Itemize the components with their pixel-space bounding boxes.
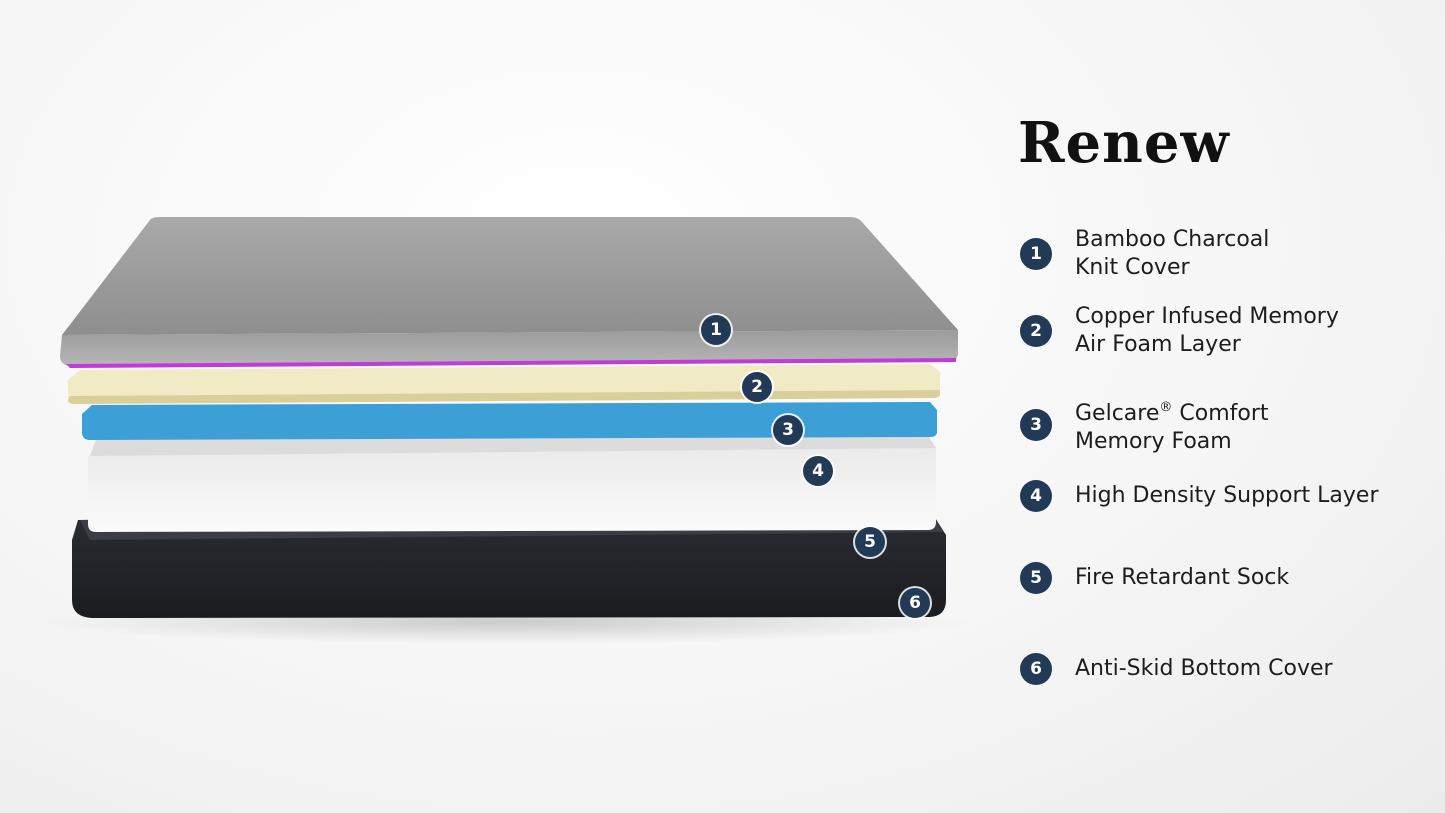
legend-badge-3: 3	[1020, 409, 1052, 441]
legend-label-3-line2: Memory Foam	[1075, 429, 1232, 454]
legend-label-3-rest: Comfort	[1172, 401, 1269, 426]
legend-label-1-line2: Knit Cover	[1075, 255, 1190, 280]
legend-item-6: 6 Anti-Skid Bottom Cover	[1020, 653, 1333, 685]
callout-5: 5	[855, 527, 885, 557]
legend-label-3-line1: Gelcare® Comfort	[1075, 394, 1269, 428]
legend-label-4: High Density Support Layer	[1075, 483, 1379, 508]
legend-badge-4: 4	[1020, 480, 1052, 512]
legend-label-3: Gelcare® Comfort Memory Foam	[1075, 394, 1269, 456]
product-title: Renew	[1018, 110, 1230, 176]
cover-top-surface	[62, 217, 958, 335]
legend-label-6: Anti-Skid Bottom Cover	[1075, 656, 1333, 681]
callout-2: 2	[742, 372, 772, 402]
gel-foam-layer	[82, 402, 937, 440]
legend-label-5: Fire Retardant Sock	[1075, 565, 1290, 590]
legend-label-2-line2: Air Foam Layer	[1075, 332, 1241, 357]
callout-6: 6	[900, 588, 930, 618]
registered-mark: ®	[1159, 400, 1173, 415]
support-foam-layer	[88, 442, 936, 532]
legend-label-2: Copper Infused Memory Air Foam Layer	[1075, 303, 1339, 359]
legend-label-1: Bamboo Charcoal Knit Cover	[1075, 226, 1269, 282]
legend-item-2: 2 Copper Infused Memory Air Foam Layer	[1020, 303, 1339, 359]
legend-label-2-line1: Copper Infused Memory	[1075, 304, 1339, 329]
mattress-illustration: 1 2 3 4 5 6	[35, 217, 975, 644]
callout-4: 4	[803, 456, 833, 486]
legend-item-5: 5 Fire Retardant Sock	[1020, 562, 1289, 594]
legend-item-3: 3 Gelcare® Comfort Memory Foam	[1020, 394, 1269, 456]
mattress-layers-graphic	[35, 217, 975, 644]
legend-item-4: 4 High Density Support Layer	[1020, 480, 1379, 512]
support-foam-top	[90, 432, 936, 456]
legend-label-3-brand: Gelcare	[1075, 401, 1160, 426]
copper-foam-lower-edge	[68, 390, 940, 404]
callout-3: 3	[773, 415, 803, 445]
cover-side	[60, 330, 958, 366]
legend-badge-6: 6	[1020, 653, 1052, 685]
callout-1: 1	[701, 315, 731, 345]
legend-badge-2: 2	[1020, 315, 1052, 347]
legend-label-1-line1: Bamboo Charcoal	[1075, 227, 1270, 252]
legend-item-1: 1 Bamboo Charcoal Knit Cover	[1020, 226, 1269, 282]
legend-badge-1: 1	[1020, 238, 1052, 270]
cover-purple-edge	[66, 358, 956, 368]
legend-badge-5: 5	[1020, 562, 1052, 594]
